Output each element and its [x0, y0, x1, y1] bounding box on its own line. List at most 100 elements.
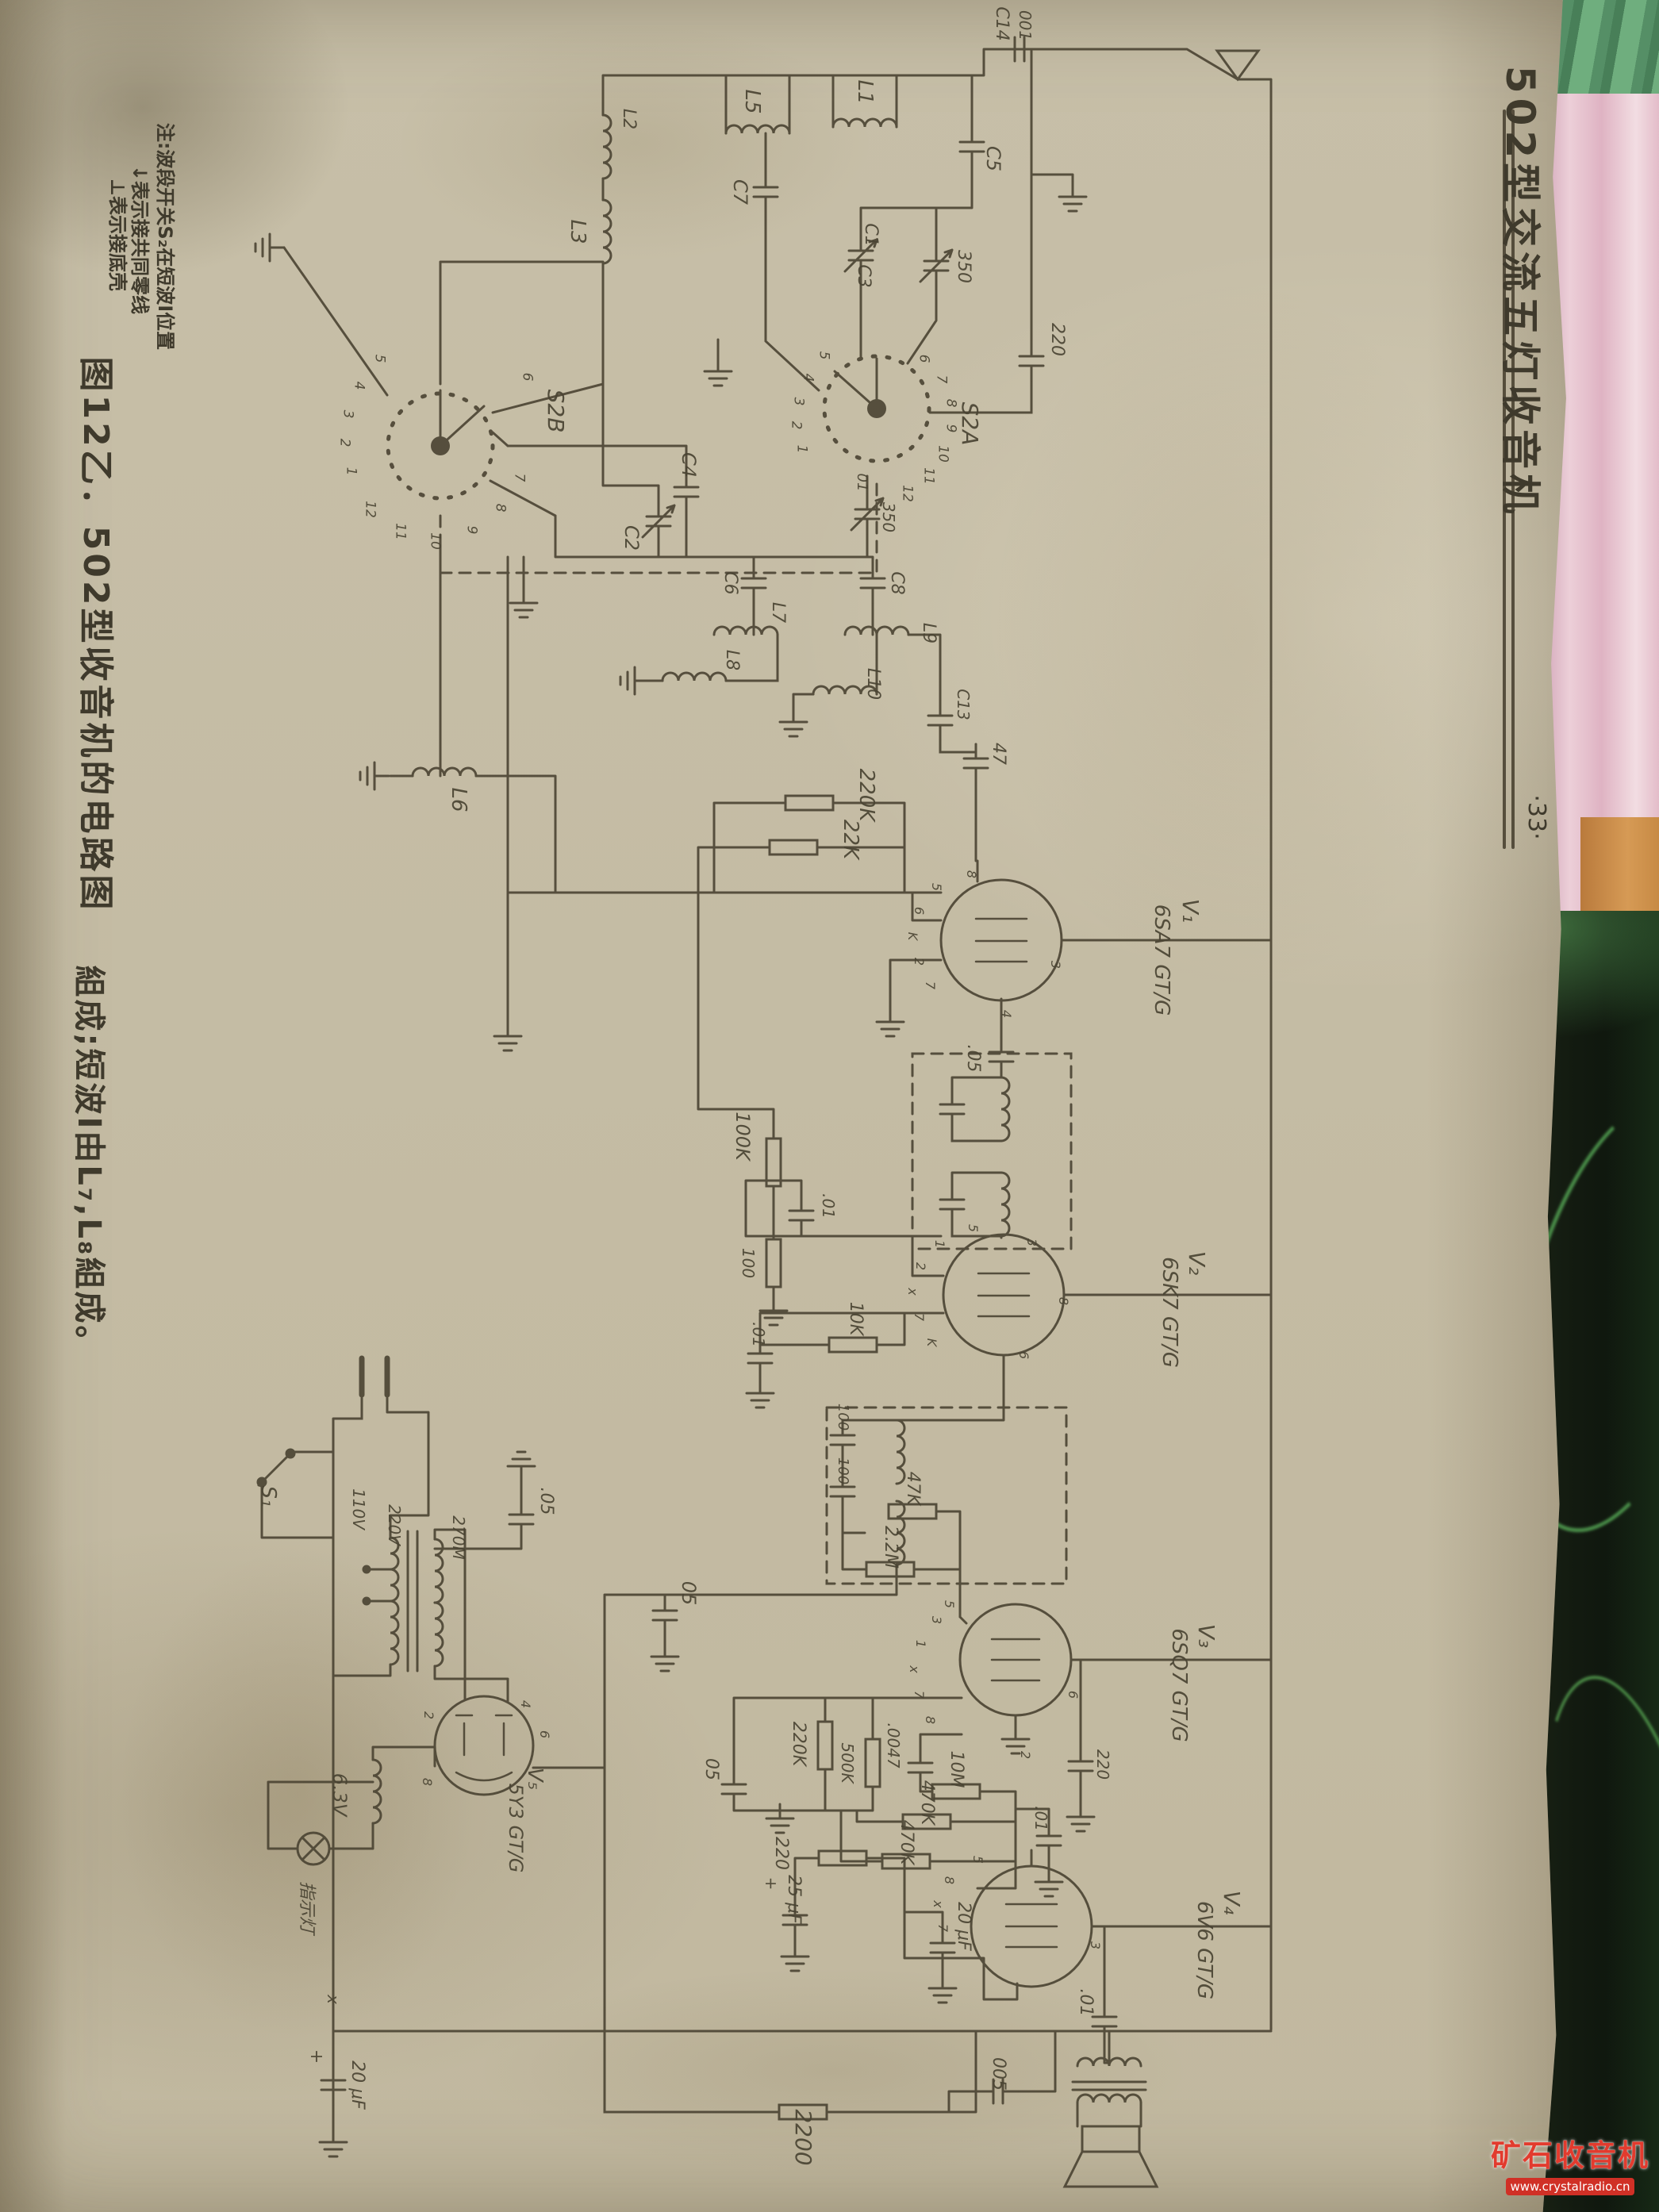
schematic-label: x	[931, 1900, 946, 1908]
schematic-label: C8	[887, 571, 907, 595]
schematic-label: .05	[536, 1487, 556, 1515]
schematic-label: 350	[954, 250, 974, 283]
schematic-label: 2	[336, 438, 353, 447]
schematic-label: +	[762, 1876, 781, 1891]
figure-caption-continued: 組成;短波Ⅰ由L₇,L₈組成。	[71, 965, 107, 1360]
schematic-label: 5	[929, 882, 944, 892]
watermark: 矿石收音机 www.crystalradio.cn	[1484, 2131, 1657, 2195]
schematic-label: 4	[351, 381, 367, 390]
schematic-label: L2	[619, 108, 639, 130]
schematic-label: 5	[966, 1223, 981, 1233]
schematic-label: 8	[943, 398, 959, 408]
schematic-label: 10M	[947, 1750, 966, 1788]
schematic-label: +	[306, 2049, 326, 2064]
schematic-label: .0047	[884, 1722, 903, 1768]
schematic-label: x	[324, 1995, 343, 2004]
schematic-label: C6	[720, 571, 740, 595]
schematic-label: 4	[800, 373, 816, 382]
switch-s1-blade	[257, 1452, 292, 1487]
schematic-label: 11	[920, 467, 937, 485]
schematic-label: 8	[942, 1876, 957, 1885]
schematic-label: 20 μF	[348, 2060, 367, 2110]
tube-v3	[958, 1603, 1073, 1717]
schematic-label: 2	[1018, 1750, 1033, 1760]
schematic-label: 12	[362, 501, 378, 518]
schematic-label: .01	[1031, 1806, 1050, 1831]
schematic-label: C1	[861, 223, 881, 247]
schematic-label: x	[905, 1288, 920, 1296]
schematic-label: 11	[392, 523, 409, 540]
schematic-label: 220	[1047, 323, 1067, 356]
schematic-label: V₂	[1184, 1250, 1210, 1276]
schematic-label: K	[924, 1338, 939, 1347]
schematic-label: 100K	[732, 1112, 754, 1161]
schematic-label: 22K	[839, 819, 862, 860]
page-title: 502型交流五灯收音机	[1497, 65, 1543, 519]
schematic-label: 7	[912, 1312, 927, 1322]
schematic-label: 01	[854, 473, 870, 492]
schematic-label: 8	[1056, 1296, 1071, 1306]
note-line-2: ↓表示接共同零线	[129, 164, 151, 315]
schematic-label: 05	[701, 1758, 721, 1780]
schematic-label: 270M	[449, 1515, 468, 1560]
schematic-label: 2	[912, 957, 927, 966]
schematic-label: 47	[989, 743, 1008, 765]
schematic-label: K	[905, 931, 920, 941]
schematic-label: 5Y3 GT/G	[505, 1783, 527, 1873]
schematic-label: 2	[788, 421, 805, 430]
schematic-label: 2	[913, 1262, 928, 1271]
antenna-icon	[1215, 49, 1261, 82]
dashed-links-and-if-cans	[439, 474, 1073, 1585]
schematic-label: L10	[863, 667, 883, 701]
schematic-label: 9	[463, 525, 480, 535]
schematic-label: 5	[970, 1855, 985, 1864]
schematic-label: .01	[1076, 1988, 1096, 2017]
schematic-label: .05	[963, 1044, 983, 1073]
schematic-label: L5	[740, 89, 764, 114]
schematic-label: 10	[427, 532, 444, 550]
schematic-label: C4	[678, 451, 700, 478]
schematic-label: V₅	[523, 1767, 547, 1791]
schematic-label: x	[907, 1665, 922, 1673]
schematic-label: L6	[447, 787, 470, 812]
schematic-label: L1	[853, 79, 877, 105]
schematic-label: 1	[343, 467, 359, 476]
schematic-label: V₄	[1219, 1890, 1245, 1915]
schematic-label: 6	[519, 372, 536, 382]
schematic-label: 8	[923, 1715, 938, 1725]
schematic-label: 6.3V	[328, 1772, 351, 1817]
schematic-label: 25 μF	[784, 1875, 804, 1924]
schematic-label: L8	[722, 649, 742, 671]
tube-v1	[939, 878, 1063, 1002]
schematic-label: 7	[935, 1923, 950, 1933]
schematic-label: 4	[518, 1699, 533, 1709]
schematic-label: 20 μF	[954, 1902, 974, 1951]
tube-electrodes	[455, 917, 1058, 1949]
note-line-3: ⊥表示接底壳	[106, 179, 129, 291]
schematic-label: 6	[537, 1730, 552, 1739]
speaker-icon	[1062, 2125, 1159, 2188]
schematic-label: C2	[620, 524, 643, 551]
watermark-url: www.crystalradio.cn	[1506, 2178, 1634, 2195]
schematic-label: 2	[421, 1711, 436, 1720]
schematic-label: C5	[982, 145, 1004, 172]
schematic-label: 6	[1016, 1350, 1031, 1360]
schematic-label: 500K	[838, 1742, 857, 1784]
schematic-label: 2200	[790, 2109, 816, 2166]
schematic-label: 4	[999, 1009, 1014, 1019]
schematic-label: 3	[790, 397, 807, 406]
figure-caption: 图12乙．502型收音机的电路图	[75, 356, 116, 913]
plug-icon	[359, 1355, 390, 1398]
title-rule	[1503, 109, 1515, 849]
schematic-label: C3	[854, 264, 874, 288]
schematic-label: 100	[835, 1403, 851, 1431]
tube-v4	[970, 1864, 1093, 1988]
schematic-label: 470K	[917, 1780, 937, 1826]
transformer-cores	[406, 1530, 1147, 2091]
schematic-label: 3	[929, 1615, 944, 1625]
schematic-label: S2A	[957, 401, 983, 446]
schematic-label: 220K	[854, 768, 878, 822]
